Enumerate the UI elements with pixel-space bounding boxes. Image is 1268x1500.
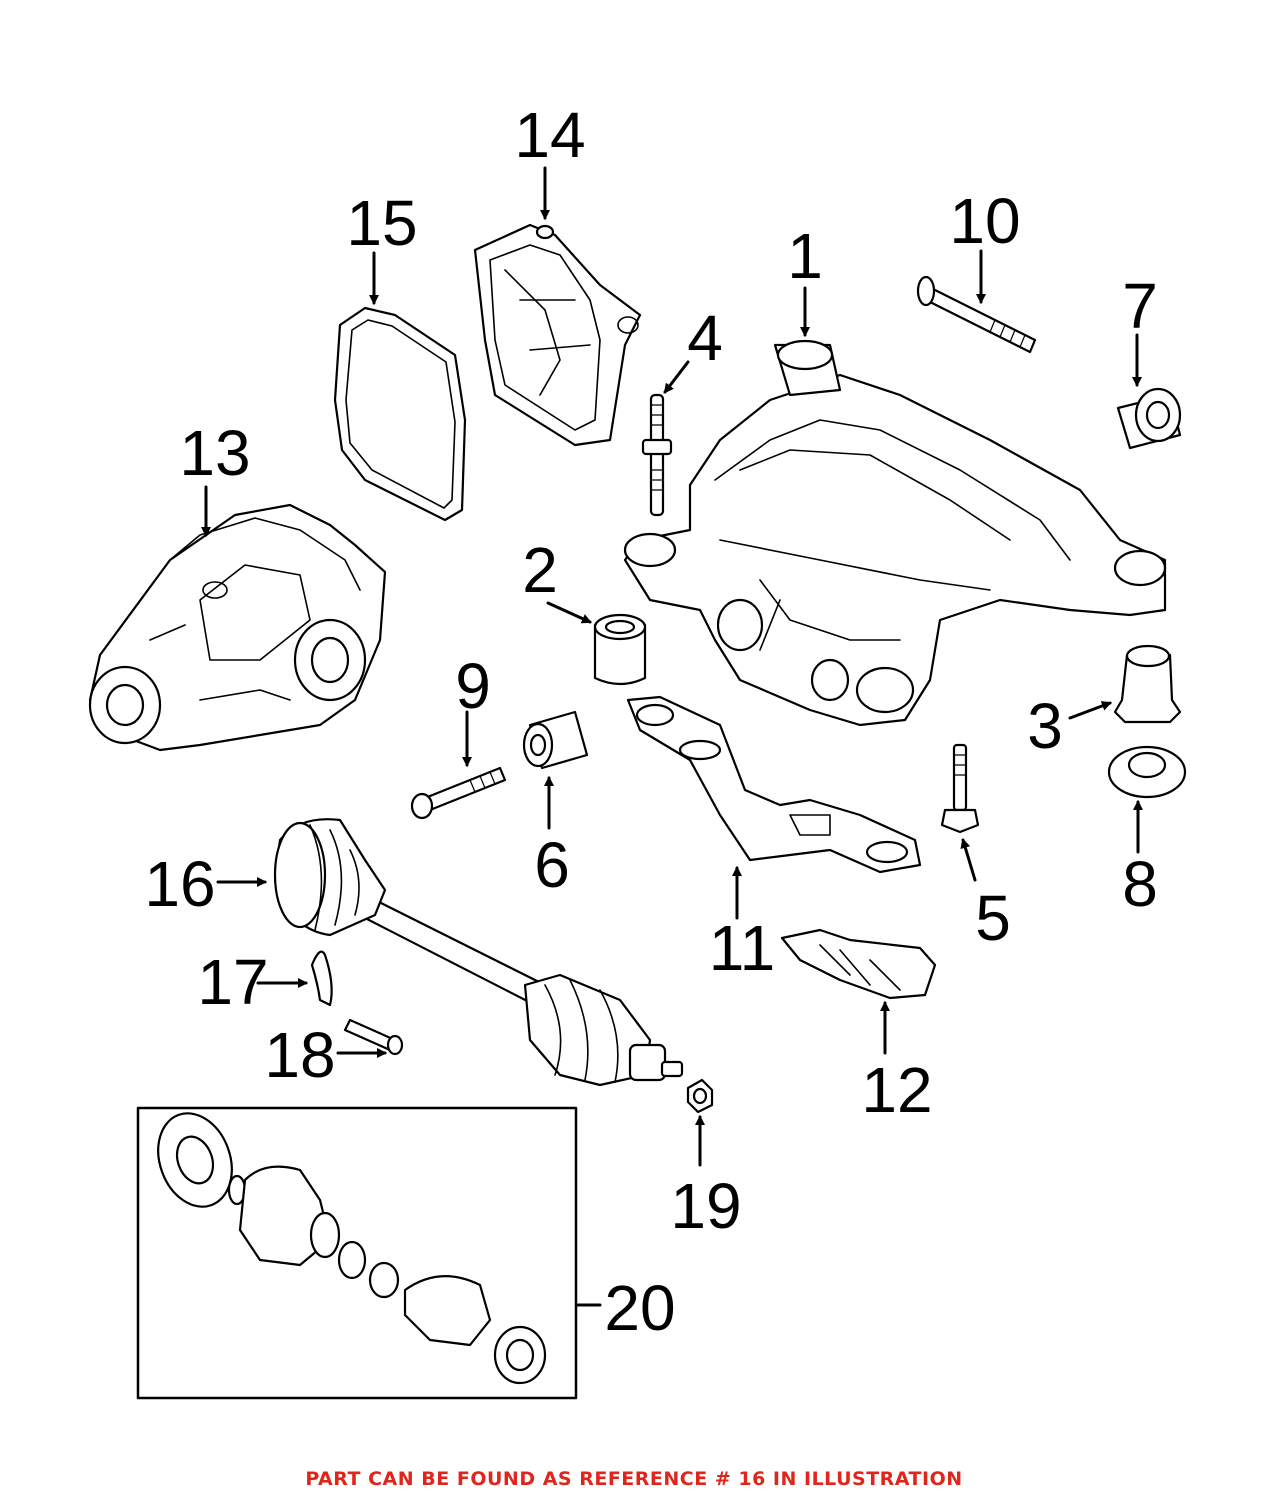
callout-1: 1 [787, 220, 823, 292]
differential-cover[interactable] [473, 223, 642, 447]
drive-shaft-assembly[interactable] [273, 818, 684, 1087]
callout-11: 11 [709, 912, 775, 984]
callout-12: 12 [861, 1054, 932, 1126]
callout-20: 20 [604, 1272, 675, 1344]
long-bolt[interactable] [916, 275, 1037, 354]
mount-washer[interactable] [1107, 745, 1187, 799]
differential-housing[interactable] [88, 503, 387, 752]
arrow-5 [960, 838, 977, 882]
callout-2: 2 [522, 534, 558, 606]
callout-8: 8 [1122, 848, 1158, 920]
bushing-front[interactable] [593, 613, 647, 686]
bolt[interactable] [410, 766, 507, 820]
callout-6: 6 [534, 829, 570, 901]
callout-19: 19 [670, 1170, 741, 1242]
callout-arrows [201, 166, 1143, 1307]
callout-18: 18 [264, 1019, 335, 1091]
arrow-3 [1068, 701, 1112, 720]
callout-3: 3 [1027, 690, 1063, 762]
heat-shield[interactable] [780, 928, 937, 1000]
bushing-side[interactable] [1113, 644, 1182, 724]
repair-kit-box[interactable] [136, 1103, 578, 1400]
arrow-4 [663, 360, 690, 394]
callout-14: 14 [514, 99, 585, 171]
callout-10: 10 [949, 185, 1020, 257]
shaft-bolt[interactable] [343, 1018, 404, 1056]
support-bracket[interactable] [626, 695, 922, 874]
callout-4: 4 [687, 302, 723, 374]
footer-note: PART CAN BE FOUND AS REFERENCE # 16 IN I… [305, 1468, 963, 1490]
axle-nut[interactable] [686, 1078, 714, 1114]
small-bolt[interactable] [940, 743, 980, 834]
cover-gasket[interactable] [333, 306, 467, 522]
callout-13: 13 [179, 417, 250, 489]
bushing-rear[interactable] [522, 710, 589, 770]
rear-subframe[interactable] [623, 339, 1167, 727]
bushing-upper[interactable] [1116, 387, 1182, 450]
callout-15: 15 [346, 187, 417, 259]
callout-5: 5 [975, 882, 1011, 954]
mounting-stud[interactable] [641, 393, 673, 517]
arrow-2 [546, 601, 592, 624]
callout-9: 9 [455, 650, 491, 722]
callout-17: 17 [197, 946, 268, 1018]
callout-16: 16 [144, 848, 215, 920]
callout-7: 7 [1122, 270, 1158, 342]
callout-labels: 1 2 3 4 5 6 7 8 9 10 11 12 13 14 15 16 1… [144, 99, 1157, 1344]
retaining-clip[interactable] [310, 950, 333, 1007]
